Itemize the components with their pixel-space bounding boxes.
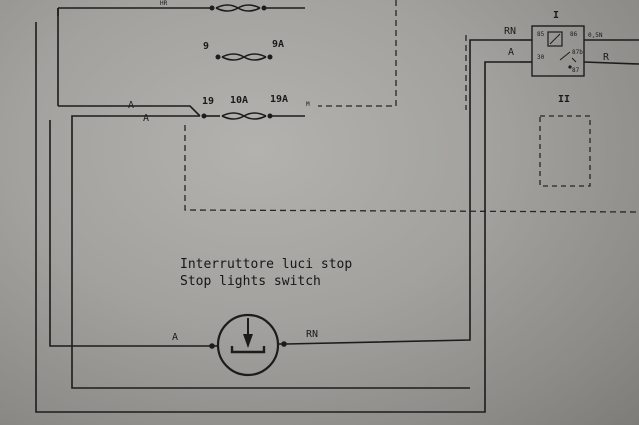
label-relay-pin-86: 86 <box>570 31 578 38</box>
wire-a-lower <box>71 115 200 120</box>
fuse-row-1 <box>209 4 305 12</box>
fuse-row-2 <box>215 53 273 61</box>
fuse-box-outline <box>318 0 397 107</box>
label-relay-out-wire: 0,5N <box>588 32 603 39</box>
label-fuse-19: 19 <box>202 96 214 107</box>
switch-caption-english: Stop lights switch <box>180 274 321 289</box>
label-fuse-10a: 10A <box>230 95 248 106</box>
fuse-row-3 <box>201 112 305 120</box>
label-relay-in-top: RN <box>504 26 516 37</box>
label-fuse-row-end: M <box>306 101 310 108</box>
label-relay-pin-87b: 87b <box>572 49 583 56</box>
label-switch-left: A <box>172 332 178 343</box>
wire-a-upper <box>58 105 201 117</box>
relay-placeholder-slot <box>539 115 591 187</box>
label-fuse-9a: 9A <box>272 39 284 50</box>
label-relay-bottom: II <box>558 94 570 105</box>
wire-rn-from-switch <box>285 39 520 345</box>
label-top-wire: HR <box>160 0 168 7</box>
wire-vertical-mid-left <box>71 120 470 389</box>
label-wire-a-upper: A <box>128 100 134 111</box>
label-relay-pin-87: 87 <box>572 67 580 74</box>
label-switch-right: RN <box>306 329 318 340</box>
label-fuse-9: 9 <box>203 41 209 52</box>
label-relay-top: I <box>553 10 559 21</box>
fuse-box-left-edge <box>184 125 639 213</box>
relay <box>520 25 639 77</box>
label-relay-out-r: R <box>603 52 610 63</box>
label-relay-pin-85: 85 <box>537 31 545 38</box>
label-relay-pin-30: 30 <box>537 54 545 61</box>
stop-lights-switch <box>209 313 287 377</box>
label-fuse-19a: 19A <box>270 94 288 105</box>
label-wire-a-lower: A <box>143 113 149 124</box>
switch-caption-italian: Interruttore luci stop <box>180 257 352 272</box>
label-relay-in-bottom: A <box>508 47 514 58</box>
wire-a-to-switch <box>49 120 210 347</box>
